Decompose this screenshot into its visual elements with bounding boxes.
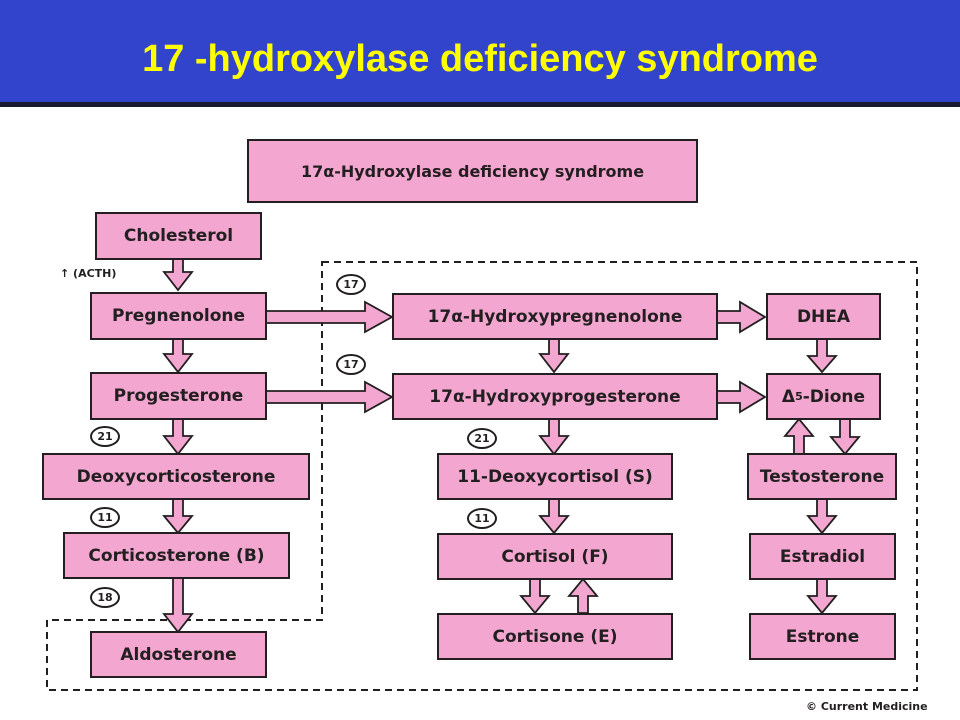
enzyme-11-left: 11	[90, 507, 120, 528]
arrow-hydroxyprogesterone-deoxycortisol	[538, 417, 570, 456]
arrow-pregnenolone-progesterone	[162, 337, 194, 374]
arrow-hydroxypregnenolone-hydroxyprogesterone	[538, 337, 570, 374]
node-aldosterone: Aldosterone	[90, 631, 267, 678]
dione-superscript: 5	[795, 390, 803, 403]
arrow-cortisone-cortisol	[567, 577, 599, 614]
arrow-progesterone-hydroxyprogesterone	[264, 380, 394, 414]
node-dhea: DHEA	[766, 293, 881, 340]
arrow-estradiol-estrone	[806, 578, 838, 615]
enzyme-21-left: 21	[90, 426, 120, 447]
arrow-deoxycorticosterone-corticosterone	[162, 497, 194, 535]
arrow-hydroxypregnenolone-dhea	[715, 300, 767, 334]
arrow-hydroxyprogesterone-dione	[715, 380, 767, 414]
node-deoxycortisol: 11-Deoxycortisol (S)	[437, 453, 673, 500]
dione-prefix: Δ	[781, 386, 796, 407]
node-pregnenolone: Pregnenolone	[90, 292, 267, 340]
image-credit: © Current Medicine	[806, 700, 928, 713]
enzyme-21-mid: 21	[467, 428, 497, 449]
arrow-cholesterol-pregnenolone	[162, 257, 194, 292]
arrow-pregnenolone-hydroxypregnenolone	[264, 300, 394, 334]
arrow-corticosterone-aldosterone	[162, 576, 194, 634]
slide-title: 17 -hydroxylase deficiency syndrome	[142, 38, 818, 80]
blocked-region-outline	[46, 261, 918, 691]
node-testosterone: Testosterone	[747, 453, 897, 500]
node-deoxycorticosterone: Deoxycorticosterone	[42, 453, 310, 500]
arrow-cortisol-cortisone	[519, 578, 551, 615]
dione-suffix: -Dione	[802, 386, 866, 407]
node-estradiol: Estradiol	[749, 533, 896, 580]
node-cholesterol: Cholesterol	[95, 212, 262, 260]
node-progesterone: Progesterone	[90, 372, 267, 420]
arrow-progesterone-deoxycorticosterone	[162, 417, 194, 456]
arrow-testosterone-dione	[783, 417, 815, 455]
node-hydroxypregnenolone: 17α-Hydroxypregnenolone	[392, 293, 718, 340]
arrow-testosterone-estradiol	[806, 497, 838, 535]
diagram-title-box: 17α-Hydroxylase deficiency syndrome	[247, 139, 698, 203]
node-cortisol: Cortisol (F)	[437, 533, 673, 580]
acth-note: ↑ (ACTH)	[60, 267, 117, 280]
enzyme-17-top: 17	[336, 274, 366, 295]
arrow-dhea-dione	[806, 337, 838, 374]
node-corticosterone: Corticosterone (B)	[63, 532, 290, 579]
node-hydroxyprogesterone: 17α-Hydroxyprogesterone	[392, 373, 718, 420]
node-cortisone: Cortisone (E)	[437, 613, 673, 660]
node-estrone: Estrone	[749, 613, 896, 660]
enzyme-18: 18	[90, 587, 120, 608]
enzyme-11-mid: 11	[467, 508, 497, 529]
arrow-deoxycortisol-cortisol	[538, 497, 570, 535]
arrow-dione-testosterone	[829, 418, 861, 456]
enzyme-17-bottom: 17	[336, 354, 366, 375]
slide-header: 17 -hydroxylase deficiency syndrome	[0, 0, 960, 102]
header-divider	[0, 102, 960, 107]
